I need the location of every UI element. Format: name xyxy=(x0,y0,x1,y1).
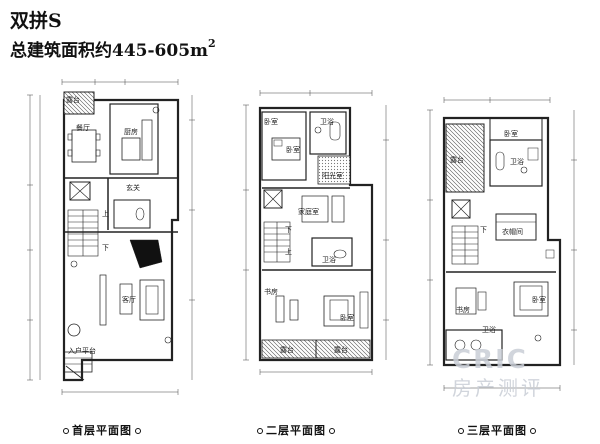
room-label: 卧室 xyxy=(532,296,546,304)
room-label: 露台 xyxy=(66,96,80,104)
room-label: 卫浴 xyxy=(510,158,524,166)
room-label: 卧室 xyxy=(340,314,354,322)
third-floor-plan xyxy=(427,97,577,391)
room-label: 卫浴 xyxy=(322,256,336,264)
room-label: 衣帽间 xyxy=(502,228,523,236)
room-label: 阳光室 xyxy=(322,172,343,180)
ground-floor-plan xyxy=(27,79,195,395)
room-label: 卧室 xyxy=(504,130,518,138)
room-label: 下 xyxy=(102,244,109,252)
room-label: 露台 xyxy=(450,156,464,164)
area-subtitle: 总建筑面积约445-605m2 xyxy=(10,36,216,61)
second-floor-plan xyxy=(243,90,389,375)
plan-title: 双拼S xyxy=(10,10,62,32)
room-label: 卧室 xyxy=(286,146,300,154)
room-label: 餐厅 xyxy=(76,124,90,132)
room-label: 家庭室 xyxy=(298,208,319,216)
room-label: 玄关 xyxy=(126,184,140,192)
caption-third-floor: 三层平面图 xyxy=(455,422,539,438)
watermark-text: 房产测评 xyxy=(452,376,544,400)
caption-ground-floor: 首层平面图 xyxy=(60,422,144,438)
room-label: 下 xyxy=(480,226,487,234)
room-label: 卫浴 xyxy=(320,118,334,126)
room-label: 露台 xyxy=(334,346,348,354)
room-label: 客厅 xyxy=(122,296,136,304)
caption-second-floor: 二层平面图 xyxy=(254,422,338,438)
room-label: 入户平台 xyxy=(68,347,96,355)
room-label: 下 xyxy=(285,226,292,234)
room-label: 上 xyxy=(285,248,292,256)
room-label: 上 xyxy=(102,210,109,218)
room-label: 书房 xyxy=(264,288,278,296)
room-label: 露台 xyxy=(280,346,294,354)
watermark-logo: CRIC xyxy=(452,345,528,375)
room-label: 卫浴 xyxy=(482,326,496,334)
room-label: 卧室 xyxy=(264,118,278,126)
area-text: 总建筑面积约445-605m xyxy=(10,41,209,61)
room-label: 厨房 xyxy=(124,128,138,136)
area-unit-superscript: 2 xyxy=(208,37,216,50)
room-label: 书房 xyxy=(456,306,470,314)
